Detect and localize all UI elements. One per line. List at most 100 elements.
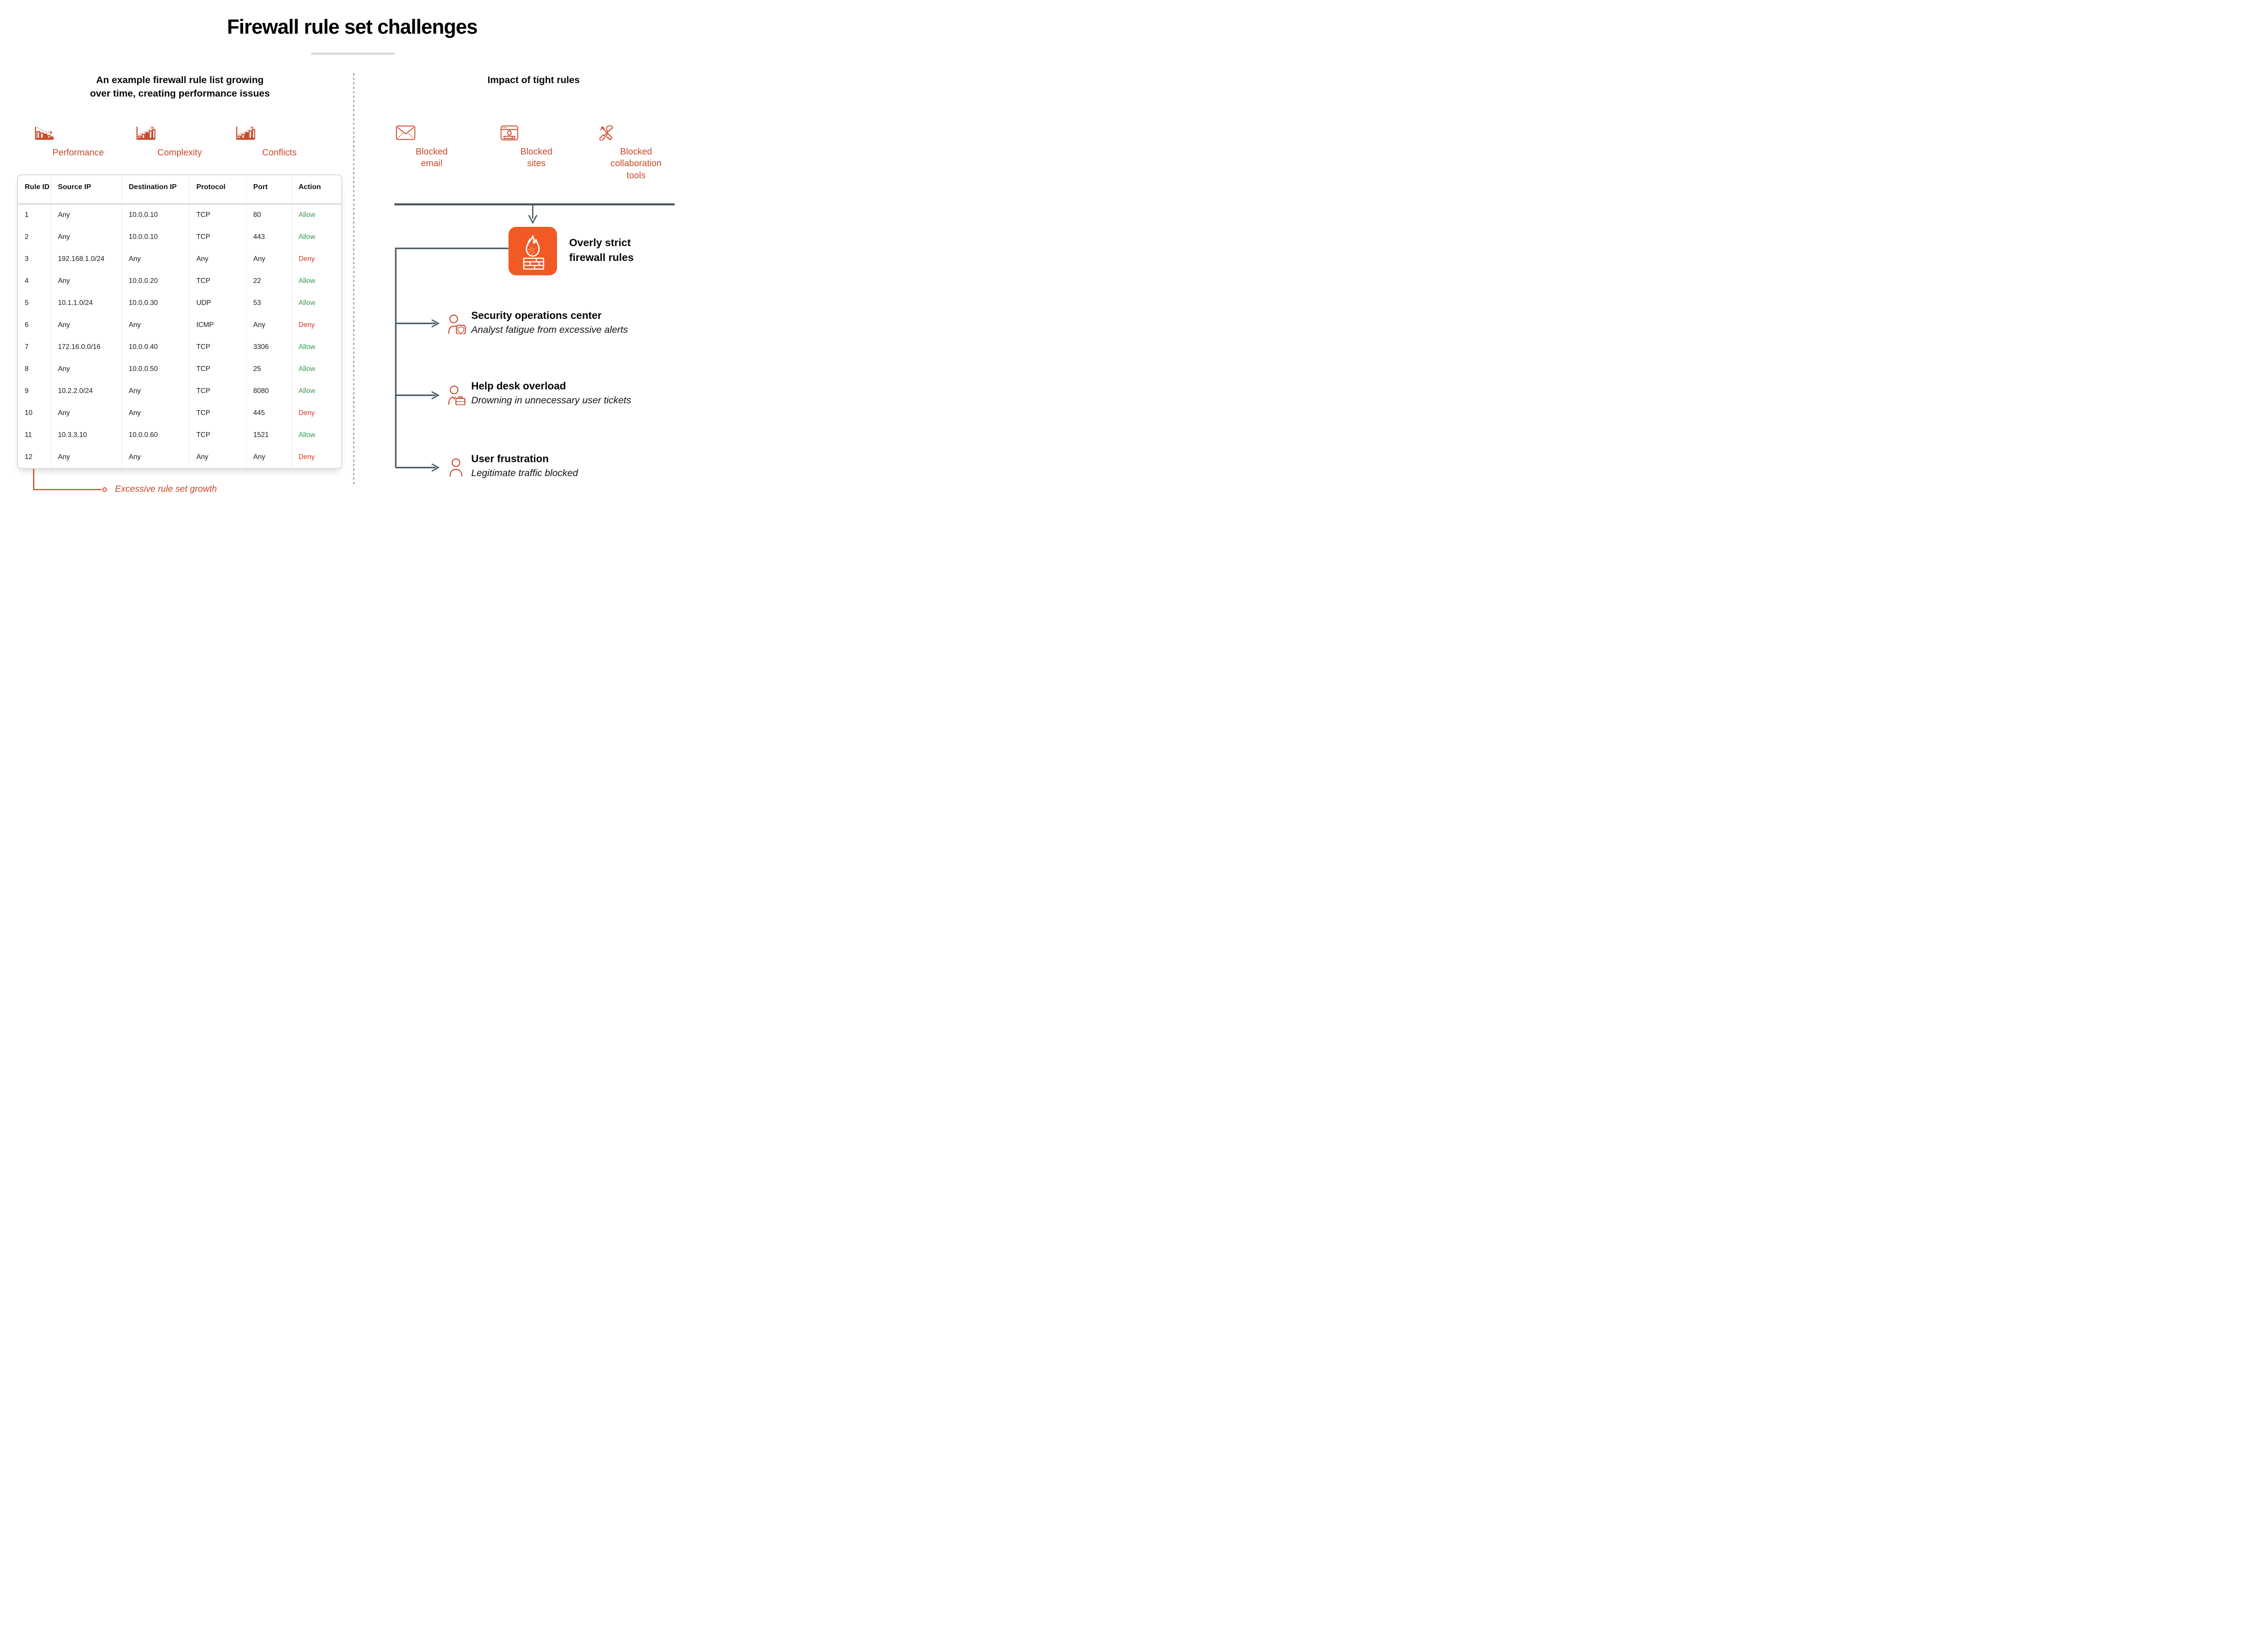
cell-port: Any [246,248,292,270]
section-divider [353,73,354,486]
left-subtitle-line-2: over time, creating performance issues [90,88,270,99]
cell-destination-ip: 10.0.0.10 [122,226,190,248]
cell-destination-ip: 10.0.0.50 [122,358,190,380]
blocked-sites-icon [500,125,572,141]
title-underline-rule [311,53,395,55]
cell-action: Allow [298,299,315,307]
cause-blocked-collaboration-tools: Blocked collaboration tools [598,125,674,181]
bar-chart-rising-icon [135,126,225,141]
cell-destination-ip: 10.0.0.60 [122,424,190,446]
analyst-shield-icon [447,314,466,334]
cell-rule-id: 8 [18,358,51,380]
right-section-subtitle: Impact of tight rules [487,75,580,85]
hub-label-line-1: Overly strict [569,237,631,248]
impact-user-frustration: User frustration Legitimate traffic bloc… [471,453,578,479]
cell-port: 443 [246,226,292,248]
cell-protocol: ICMP [189,314,247,336]
cell-destination-ip: 10.0.0.30 [122,292,190,314]
cause-label: Blocked sites [520,147,553,169]
cell-destination-ip: Any [122,380,190,402]
metric-performance: Performance [33,126,123,159]
firewall-rule-table: Rule ID Source IP Destination IP Protoco… [18,175,341,468]
blocked-collaboration-tools-icon [598,125,674,141]
cell-action: Allow [298,277,315,285]
metric-label: Performance [52,148,104,158]
cell-action: Allow [298,211,315,219]
cell-rule-id: 4 [18,270,51,292]
cause-blocked-sites: Blocked sites [500,125,572,170]
cell-source-ip: 10.3.3.10 [51,424,122,446]
cell-source-ip: Any [51,446,122,468]
annotation-connector-line [33,469,107,492]
cell-protocol: Any [189,446,247,468]
impact-description: Drowning in unnecessary user tickets [471,394,632,406]
column-header-action: Action [292,175,341,204]
cell-destination-ip: Any [122,446,190,468]
impact-title: Security operations center [471,309,602,321]
blocked-email-icon [396,125,468,141]
excessive-growth-annotation: Excessive rule set growth [115,484,217,494]
metric-label: Complexity [157,148,202,158]
cell-source-ip: Any [51,358,122,380]
infographic-canvas: Firewall rule set challenges An example … [0,0,704,518]
metric-conflicts: Conflicts [234,126,324,159]
cell-protocol: TCP [189,380,247,402]
helpdesk-person-icon [447,385,466,405]
column-header-port: Port [246,175,292,204]
cell-action: Deny [298,321,315,329]
hub-label-line-2: firewall rules [569,252,634,264]
cell-rule-id: 2 [18,226,51,248]
cell-source-ip: Any [51,402,122,424]
cell-port: 1521 [246,424,292,446]
cell-rule-id: 5 [18,292,51,314]
cell-protocol: TCP [189,358,247,380]
cell-destination-ip: Any [122,402,190,424]
cell-source-ip: Any [51,204,122,226]
cell-port: 445 [246,402,292,424]
user-icon [448,458,464,477]
metric-complexity: Complexity [135,126,225,159]
firewall-icon [523,235,544,270]
cell-source-ip: Any [51,270,122,292]
cell-rule-id: 12 [18,446,51,468]
cell-port: 8080 [246,380,292,402]
cell-port: 3306 [246,336,292,358]
cell-action: Allow [298,233,315,241]
impact-soc: Security operations center Analyst fatig… [471,309,628,336]
left-subtitle-line-1: An example firewall rule list growing [96,75,264,85]
cell-destination-ip: 10.0.0.40 [122,336,190,358]
column-header-protocol: Protocol [189,175,247,204]
cell-protocol: TCP [189,226,247,248]
cell-port: Any [246,446,292,468]
cell-action: Allow [298,343,315,351]
cell-destination-ip: Any [122,248,190,270]
metric-label: Conflicts [262,148,297,158]
cell-destination-ip: 10.0.0.10 [122,204,190,226]
cell-protocol: TCP [189,424,247,446]
hub-label: Overly strict firewall rules [569,235,634,265]
cell-action: Deny [298,409,315,417]
cell-source-ip: 192.168.1.0/24 [51,248,122,270]
cell-protocol: Any [189,248,247,270]
cause-blocked-email: Blocked email [396,125,468,170]
column-header-source-ip: Source IP [51,175,122,204]
cause-label: Blocked collaboration tools [610,147,662,181]
cell-port: 22 [246,270,292,292]
left-section-subtitle: An example firewall rule list growing ov… [57,74,302,100]
table-header-row: Rule ID Source IP Destination IP Protoco… [18,175,341,204]
cell-action: Allow [298,431,315,439]
cell-port: 80 [246,204,292,226]
cell-rule-id: 3 [18,248,51,270]
cell-rule-id: 1 [18,204,51,226]
cell-rule-id: 6 [18,314,51,336]
cell-protocol: TCP [189,204,247,226]
